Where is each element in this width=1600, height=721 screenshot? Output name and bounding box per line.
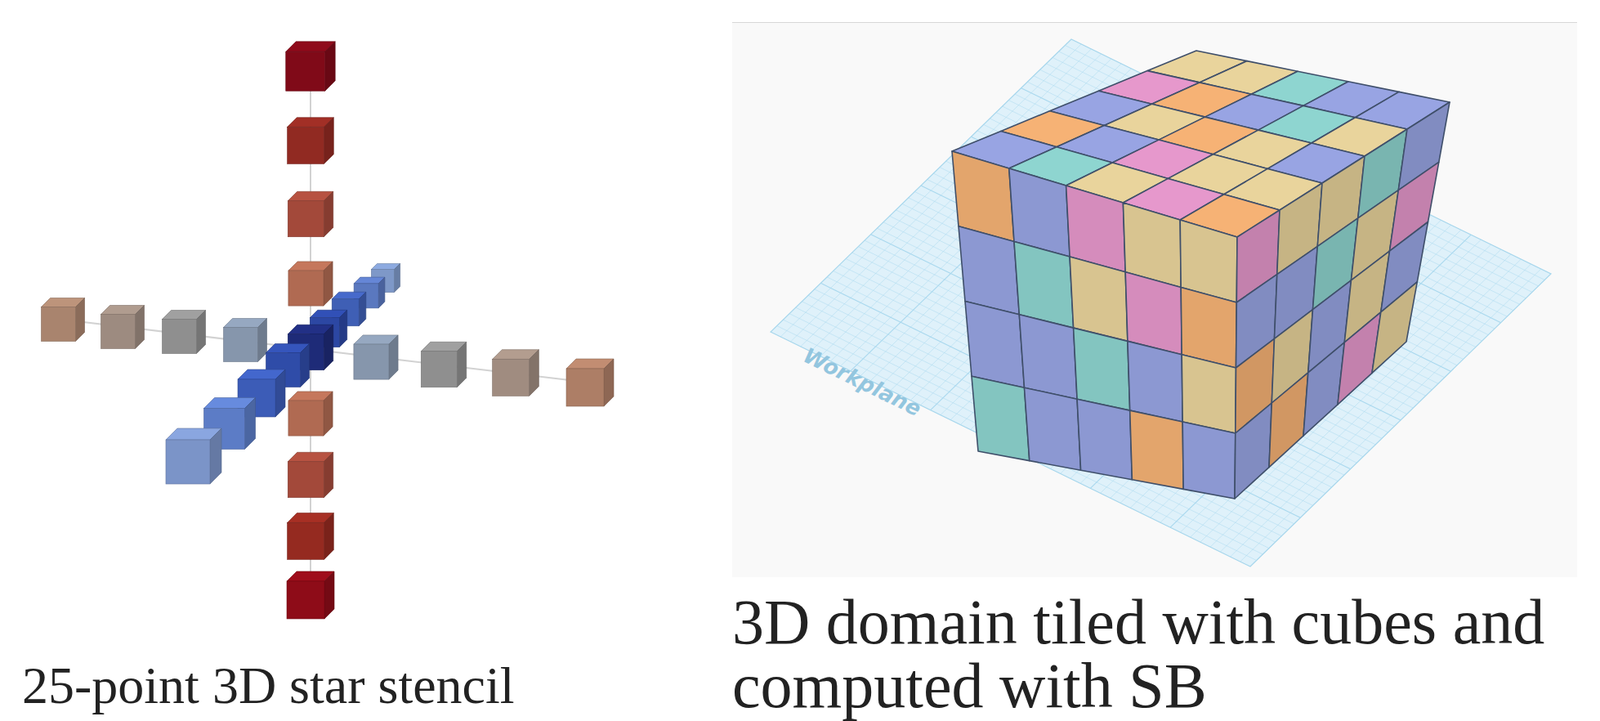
stencil-cube xyxy=(101,313,136,349)
stencil-cube xyxy=(196,310,206,354)
domain-cube xyxy=(1182,421,1236,499)
figure-caption: 25-point 3D star stencil xyxy=(22,658,515,713)
grid-line xyxy=(1052,57,1533,292)
stencil-cube xyxy=(323,391,333,436)
viewport-panel xyxy=(732,22,1578,577)
stencil-cube xyxy=(223,326,259,362)
workplane-grid xyxy=(770,39,1551,567)
stencil-cube xyxy=(135,305,145,349)
domain-cube xyxy=(1127,340,1183,422)
domain-cube xyxy=(971,375,1030,461)
domain-cube xyxy=(1130,410,1185,489)
stencil-cube xyxy=(287,201,324,237)
domain-cube xyxy=(1372,281,1417,374)
stencil-cube xyxy=(323,324,333,370)
star-stencil xyxy=(41,41,615,619)
domain-cube xyxy=(1269,372,1309,468)
stencil-cube xyxy=(323,191,333,237)
stencil-cube xyxy=(75,298,85,342)
figure-caption: 3D domain tiled with cubes and computed … xyxy=(732,589,1583,718)
stencil-cube xyxy=(245,397,256,450)
stencil-cube xyxy=(456,341,466,387)
stencil-cube xyxy=(353,344,389,380)
domain-cube xyxy=(965,301,1025,389)
stencil-cube xyxy=(358,291,367,327)
grid-line xyxy=(1045,63,1526,299)
stencil-cube xyxy=(287,522,325,559)
stencil-cube xyxy=(300,344,310,388)
stencil-cube xyxy=(388,335,398,380)
stencil-cube xyxy=(339,309,347,347)
stencil-cube xyxy=(492,358,530,396)
stencil-cube xyxy=(288,270,324,306)
stencil-cube xyxy=(393,263,400,292)
domain-cube xyxy=(1024,387,1082,470)
stencil-cube xyxy=(210,428,222,484)
stencil-cube xyxy=(603,358,614,407)
stencil-cube xyxy=(324,513,335,560)
domain-cube xyxy=(1073,327,1131,411)
stencil-cube xyxy=(286,51,326,91)
workplane xyxy=(770,39,1551,567)
tiled-cube-domain xyxy=(951,50,1450,499)
stencil-cube xyxy=(420,351,457,388)
domain-cube xyxy=(1018,314,1078,399)
stencil-cube xyxy=(287,461,324,498)
stencil-cube xyxy=(162,318,197,354)
stencil-cube xyxy=(275,369,286,417)
stencil-cube xyxy=(566,368,604,407)
stencil-cube xyxy=(324,117,335,165)
stencil-cube xyxy=(324,571,335,619)
stencil-cube xyxy=(323,261,333,306)
stencil-axes xyxy=(62,66,590,595)
domain-cube xyxy=(1234,402,1272,499)
domain-cube xyxy=(1181,354,1236,434)
domain-cube xyxy=(1077,398,1132,480)
stencil-cube xyxy=(529,349,540,397)
stencil-cube xyxy=(288,400,324,436)
domain-cube xyxy=(1303,342,1345,436)
stencil-cube xyxy=(286,581,325,619)
panel-edge xyxy=(732,22,1578,23)
stencil-cube xyxy=(325,41,336,91)
stencil-cube xyxy=(258,318,268,363)
stencil-cube xyxy=(41,306,76,341)
stencil-cube xyxy=(287,126,325,164)
stencil-cube xyxy=(165,439,211,484)
stencil-cube xyxy=(378,277,385,309)
stencil-cube xyxy=(323,451,333,497)
